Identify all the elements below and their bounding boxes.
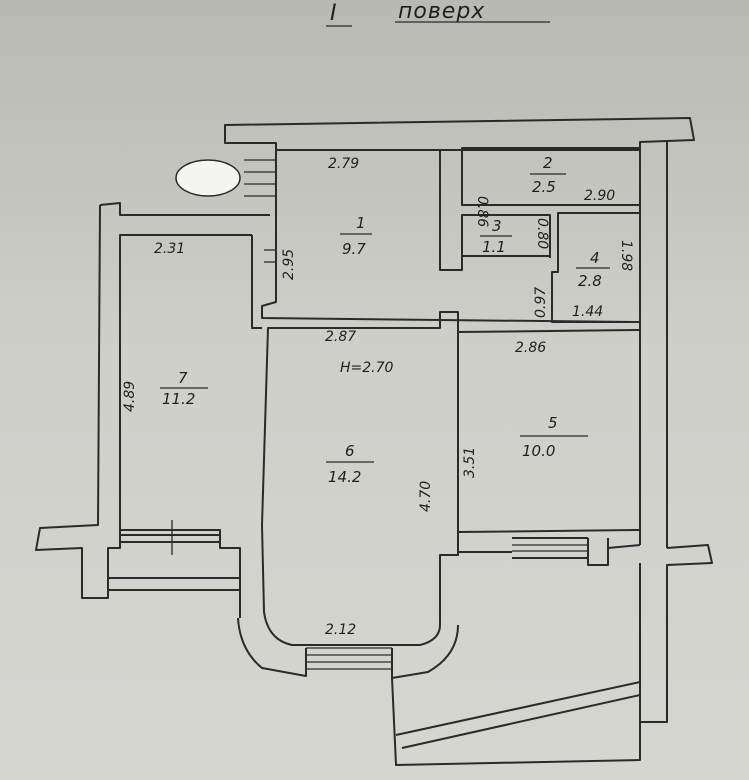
dim-room-7-left: 4.89 <box>122 381 138 412</box>
dim-room-1-left: 2.95 <box>281 249 297 280</box>
entrance-stairs <box>306 647 392 670</box>
room-7-walls <box>120 234 262 618</box>
top-exterior-wall <box>224 117 695 151</box>
floor-number: I <box>330 1 338 26</box>
dim-room-6-top: 2.87 <box>325 329 356 345</box>
room-1-label: 1 9.7 <box>340 214 372 258</box>
room-6-label: 6 14.2 <box>326 442 374 486</box>
room-7-number: 7 <box>178 369 188 387</box>
vent-block <box>175 159 276 197</box>
dim-room-3-right: 0.80 <box>534 218 550 249</box>
dim-room-1-top: 2.79 <box>328 156 359 172</box>
vent-blob <box>175 159 241 197</box>
room-6-number: 6 <box>345 442 355 460</box>
room-1-walls <box>261 149 641 323</box>
dim-room-4-right: 1.98 <box>618 240 634 271</box>
room-2-label: 2 2.5 <box>530 154 566 196</box>
room-6-bay-wall <box>237 617 459 679</box>
ceiling-height-label: H=2.70 <box>340 360 394 376</box>
room-3-walls <box>461 214 551 257</box>
room-6-area: 14.2 <box>328 468 361 486</box>
room-5-balcony-door <box>457 532 609 566</box>
dim-room-5-top: 2.86 <box>515 340 546 356</box>
title-group: I поверх <box>326 0 550 27</box>
room-4-area: 2.8 <box>578 272 602 290</box>
room-2-walls <box>461 147 641 206</box>
room-1-area: 9.7 <box>342 240 366 258</box>
room-7-area: 11.2 <box>162 390 195 408</box>
room-7-window-lines <box>108 534 240 591</box>
dim-room-6-right: 4.70 <box>418 481 434 512</box>
room-4-number: 4 <box>590 249 600 267</box>
room-2-area: 2.5 <box>532 178 556 196</box>
floor-title: поверх <box>398 0 485 24</box>
room-2-number: 2 <box>543 154 553 172</box>
room-6-walls <box>261 311 459 646</box>
dim-room-4-bottom: 1.44 <box>572 304 603 320</box>
dim-room-5-left: 3.51 <box>462 447 478 478</box>
dim-room-7-top: 2.31 <box>154 241 185 257</box>
room-5-number: 5 <box>548 414 558 432</box>
right-exterior-wall <box>607 142 713 723</box>
left-exterior-wall <box>35 202 270 599</box>
room-7-label: 7 11.2 <box>160 369 208 408</box>
room-4-label: 4 2.8 <box>576 249 610 290</box>
room-3-area: 1.1 <box>482 238 506 256</box>
room-5-label: 5 10.0 <box>520 414 588 460</box>
room-4-walls <box>551 212 641 323</box>
room-3-label: 3 1.1 <box>480 217 512 256</box>
dim-room-6-bottom: 2.12 <box>325 622 356 638</box>
dim-room-2-left: 0.86 <box>474 196 490 227</box>
dim-room-2-bottom: 2.90 <box>584 188 615 204</box>
room-3-number: 3 <box>492 217 502 235</box>
room-5-area: 10.0 <box>522 442 555 460</box>
room-1-number: 1 <box>356 214 366 232</box>
dim-room-4-bottom-left: 0.97 <box>533 287 549 318</box>
lower-loggia <box>391 677 641 766</box>
